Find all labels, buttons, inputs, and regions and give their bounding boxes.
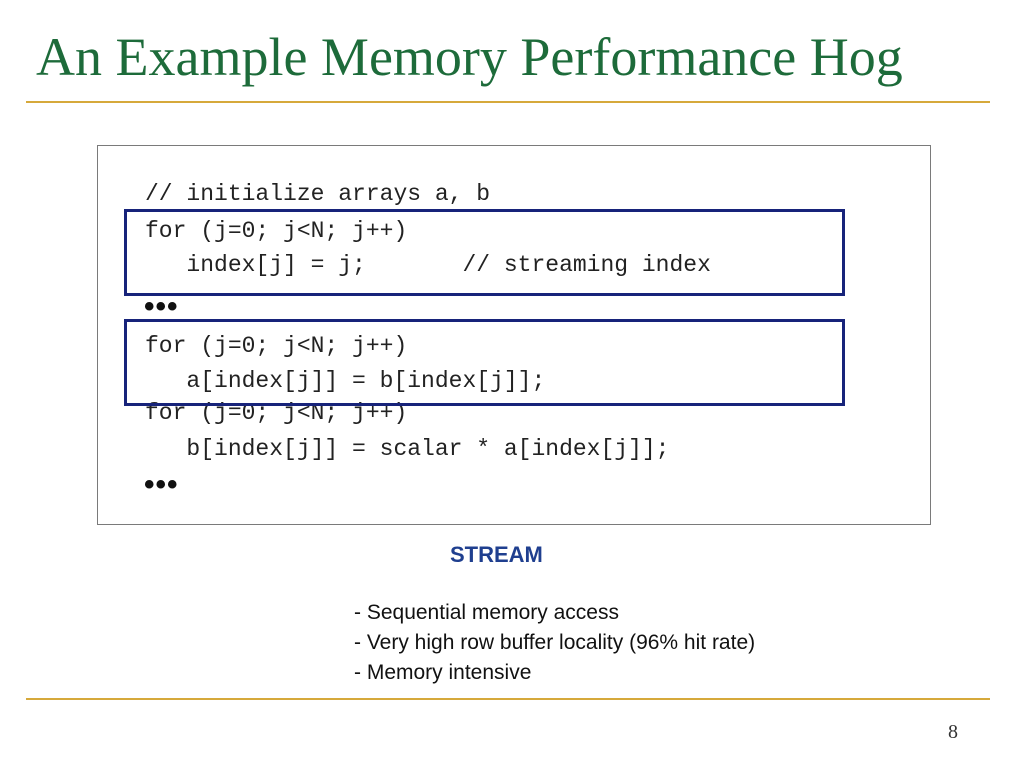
slide-title: An Example Memory Performance Hog [36,27,903,87]
title-divider [26,101,990,103]
code-line-scale-assign: b[index[j]] = scalar * a[index[j]]; [145,436,670,462]
code-line-copy-assign: a[index[j]] = b[index[j]]; [145,368,546,394]
code-line-loop-init: for (j=0; j<N; j++) [145,218,408,244]
footer-divider [26,698,990,700]
caption-label: STREAM [450,542,543,567]
code-panel: // initialize arrays a, b for (j=0; j<N;… [97,145,931,525]
code-line-comment: // initialize arrays a, b [145,181,491,207]
note-item: - Very high row buffer locality (96% hit… [354,631,756,654]
page-number: 8 [948,721,958,743]
code-ellipsis: ••• [144,468,179,501]
code-line-loop-copy: for (j=0; j<N; j++) [145,333,408,359]
notes-list: - Sequential memory access - Very high r… [354,598,755,688]
note-item: - Memory intensive [354,661,532,684]
highlight-box-streaming-index [124,209,845,296]
code-ellipsis: ••• [144,290,179,323]
highlight-box-copy-loop [124,319,845,406]
code-line-index-assign: index[j] = j; // streaming index [145,252,711,278]
note-item: - Sequential memory access [354,601,619,624]
